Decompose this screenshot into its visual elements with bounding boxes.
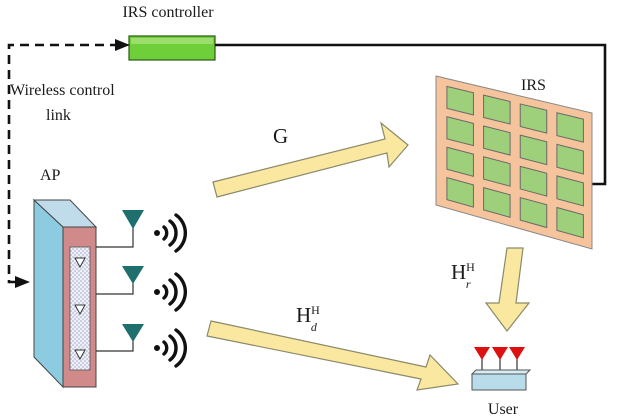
ap-feed-lines — [96, 228, 134, 352]
channel-hd-arrow-icon — [206, 320, 460, 391]
ap-element-1-icon — [74, 257, 86, 269]
irs-controller-label: IRS controller — [122, 4, 214, 21]
irs-element-r2-c3 — [519, 134, 548, 166]
irs-element-r1-c3 — [519, 103, 548, 134]
user-label: User — [488, 401, 519, 418]
ap-element-2-icon — [74, 304, 86, 316]
irs-element-r1-c2 — [483, 94, 511, 125]
irs-surface — [435, 75, 593, 250]
user-box-top — [470, 369, 532, 375]
signal-1-icon — [154, 213, 187, 253]
irs-element-r4-c3 — [519, 196, 548, 229]
user-antenna-1-icon — [474, 347, 490, 360]
irs-element-r2-c1 — [446, 116, 474, 147]
wireless-control-dashed-line — [7, 43, 117, 284]
ap-front-face — [33, 198, 64, 389]
irs-element-r1-c4 — [556, 112, 584, 143]
user-antenna-2-icon — [492, 347, 508, 360]
irs-element-r4-c4 — [556, 206, 584, 239]
user-antenna-3-icon — [509, 347, 525, 360]
irs-element-r3-c2 — [483, 156, 511, 187]
irs-element-grid — [446, 85, 584, 239]
user-box — [471, 373, 527, 391]
irs-element-r2-c4 — [556, 143, 584, 175]
ap-label: AP — [40, 167, 61, 184]
irs-element-r3-c4 — [556, 175, 584, 207]
irs-element-r2-c2 — [483, 125, 511, 156]
irs-element-r1-c1 — [446, 85, 474, 116]
irs-element-r3-c1 — [446, 146, 474, 178]
ap-antenna-1-icon — [122, 210, 144, 229]
signal-2-icon — [154, 272, 187, 312]
irs-controller: IRS controller — [122, 4, 216, 61]
irs-label: IRS — [521, 77, 546, 94]
arrowhead-to-controller-icon — [115, 39, 130, 51]
irs-controller-highlight — [131, 38, 213, 44]
irs-element-r4-c2 — [483, 186, 511, 218]
irs-element-r3-c3 — [519, 165, 548, 197]
irs-panel: IRS — [435, 75, 593, 250]
channel-g-arrow-icon — [212, 121, 409, 198]
ap-antennas — [122, 210, 144, 342]
ap-element-3-icon — [74, 349, 86, 361]
wireless-control-link: Wireless control link — [7, 39, 130, 288]
wireless-control-label-line2: link — [46, 107, 71, 124]
irs-element-r4-c1 — [446, 176, 474, 208]
wireless-control-label-line1: Wireless control — [10, 82, 115, 99]
channel-hr-arrow-icon — [484, 247, 531, 332]
irs-control-wire — [215, 43, 607, 186]
arrowhead-to-ap-icon — [15, 276, 30, 288]
ap-antenna-3-icon — [122, 324, 144, 342]
ap-antenna-2-icon — [122, 266, 144, 284]
signal-3-icon — [154, 328, 187, 368]
access-point: AP — [32, 167, 98, 389]
channel-g-label: G — [273, 124, 288, 148]
user-device: User — [470, 347, 532, 418]
